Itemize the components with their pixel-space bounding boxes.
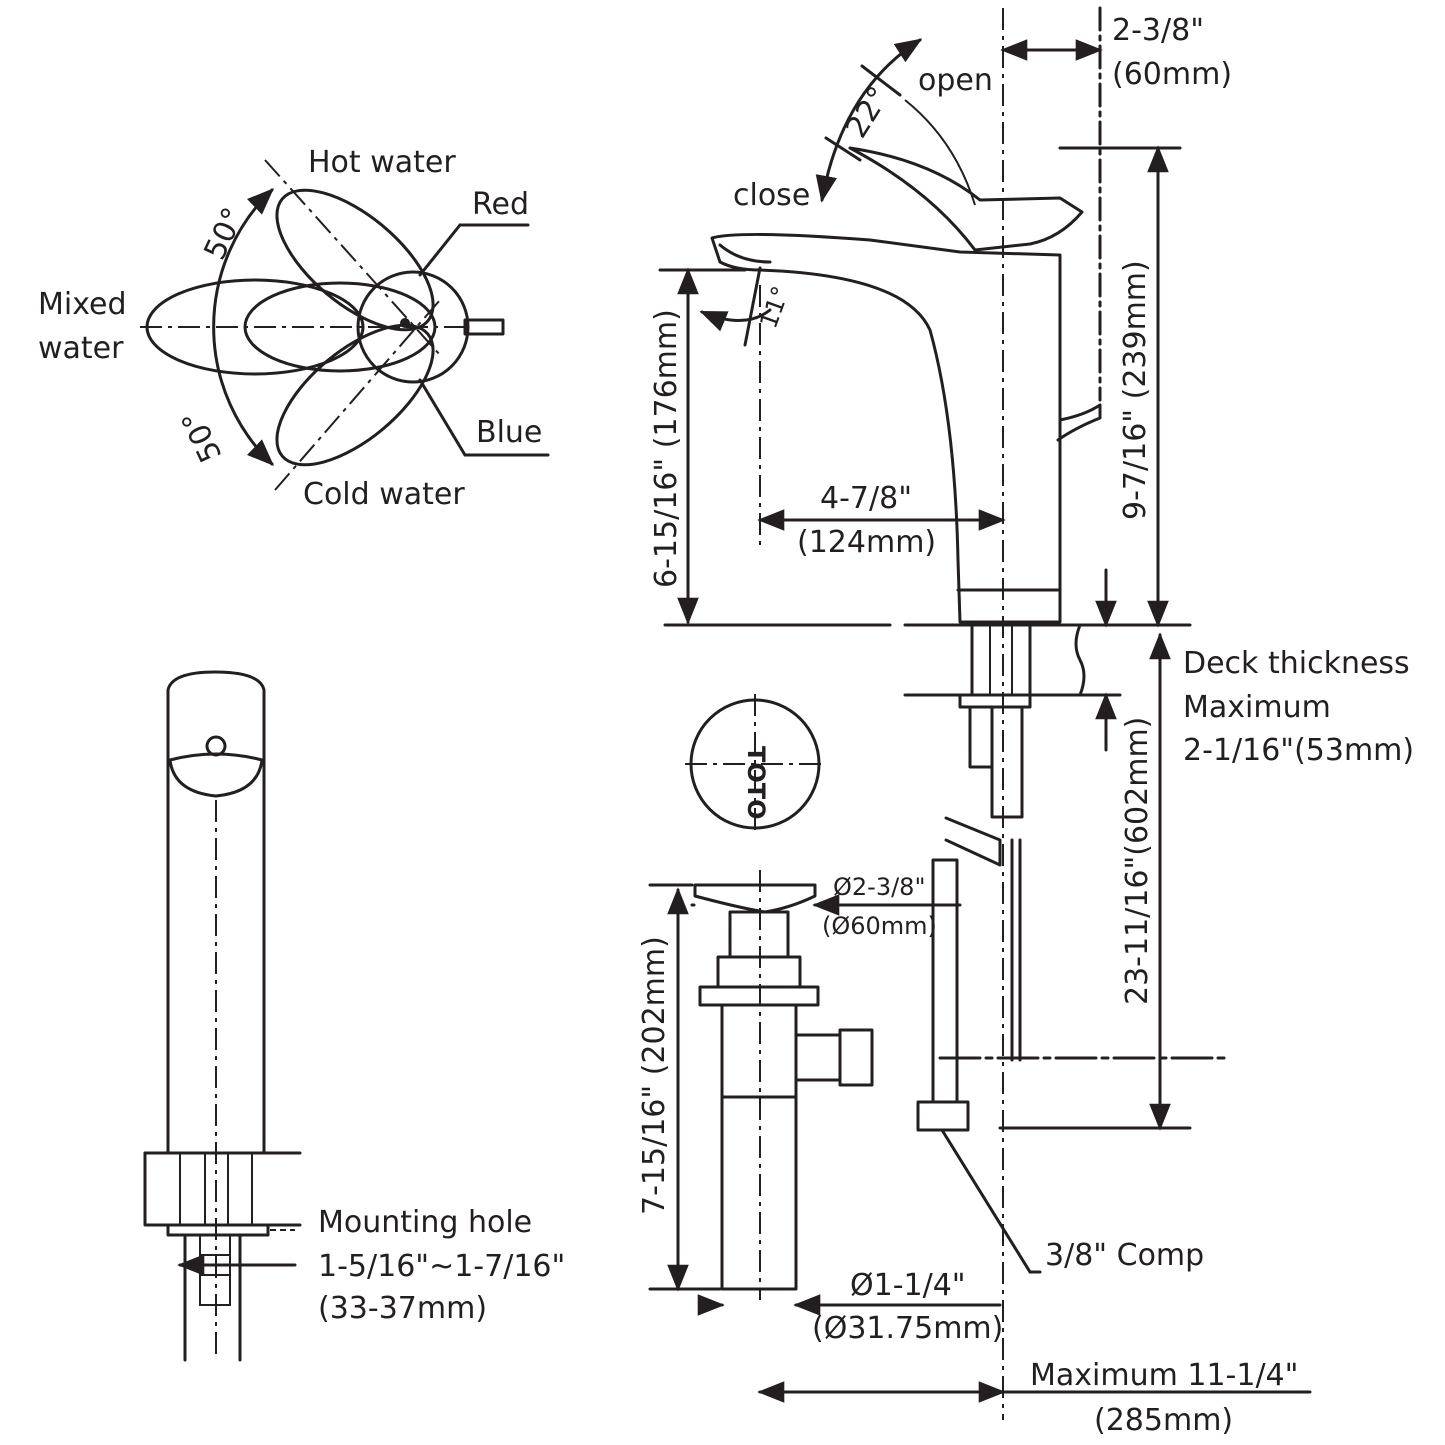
spout-gap-in: 2-3/8"	[1112, 13, 1204, 48]
mounting-hole-label-3: (33-37mm)	[318, 1291, 487, 1326]
close-label: close	[733, 178, 810, 213]
spout-gap-mm: (60mm)	[1112, 57, 1232, 92]
angle-upper-label: 50°	[198, 202, 252, 265]
open-label: open	[918, 63, 993, 98]
drain-height-label: 7-15/16" (202mm)	[637, 936, 672, 1215]
max-reach-in: Maximum 11-1/4"	[1030, 1358, 1298, 1393]
handle-side	[848, 146, 1084, 252]
handle-lever-stub	[463, 318, 505, 336]
tail-dia-in: Ø1-1/4"	[850, 1268, 966, 1303]
angle-lower-label: 50°	[175, 404, 229, 467]
supply-hose	[931, 858, 959, 1104]
hot-water-label: Hot water	[308, 145, 456, 180]
below-deck-label: 23-11/16"(602mm)	[1120, 717, 1155, 1005]
shank	[970, 623, 1032, 697]
side-view: 22° open close 2-3/8" (60mm) 9-7/16" (23…	[649, 6, 1414, 1420]
drain-flange	[693, 883, 817, 914]
cap-logo: TOTO	[742, 746, 770, 820]
handle-cap	[168, 752, 264, 798]
mounting-hole-label-1: Mounting hole	[318, 1205, 532, 1240]
faucet-body-front	[166, 670, 266, 1155]
reach-in-label: 4-7/8"	[820, 481, 912, 516]
spout-height-label: 6-15/16" (176mm)	[649, 309, 684, 588]
mounting-hole-label-2: 1-5/16"~1-7/16"	[318, 1249, 565, 1284]
drain-dia-in: Ø2-3/8"	[833, 873, 925, 901]
handle-screw	[205, 735, 227, 757]
tail-dia-mm: (Ø31.75mm)	[812, 1311, 1003, 1346]
cold-position-handle	[275, 323, 435, 467]
drain-cap-top-view: TOTO	[685, 694, 825, 834]
mixed-water-label-1: Mixed	[38, 287, 127, 322]
blue-label: Blue	[476, 415, 542, 450]
tailpiece	[720, 1095, 798, 1291]
comp-fitting	[916, 1100, 970, 1132]
comp-label: 3/8" Comp	[1045, 1238, 1204, 1273]
max-reach-mm: (285mm)	[1094, 1403, 1233, 1438]
reach-mm-label: (124mm)	[797, 525, 936, 560]
drain-dia-mm: (Ø60mm)	[822, 912, 937, 940]
deck-thickness-label-1: Deck thickness	[1183, 646, 1410, 681]
red-label: Red	[472, 187, 529, 222]
overall-height-label: 9-7/16" (239mm)	[1118, 260, 1153, 520]
mixed-water-label-2: water	[38, 331, 124, 366]
handle-angle-label: 22°	[839, 81, 897, 145]
deck-thickness-label-2: Maximum	[1183, 690, 1331, 725]
hot-position-handle	[275, 188, 435, 332]
mounting-nut	[166, 1223, 270, 1237]
handle-rotation-diagram: Hot water Red Mixed water Blue Cold wate…	[38, 145, 550, 512]
deck-thickness-label-3: 2-1/16"(53mm)	[1183, 733, 1414, 768]
popup-drain: 7-15/16" (202mm) Ø2-3/8" (Ø60mm) Ø1-1/4"…	[637, 870, 1312, 1438]
front-view: Mounting hole 1-5/16"~1-7/16" (33-37mm)	[143, 670, 565, 1362]
cold-water-label: Cold water	[303, 477, 465, 512]
